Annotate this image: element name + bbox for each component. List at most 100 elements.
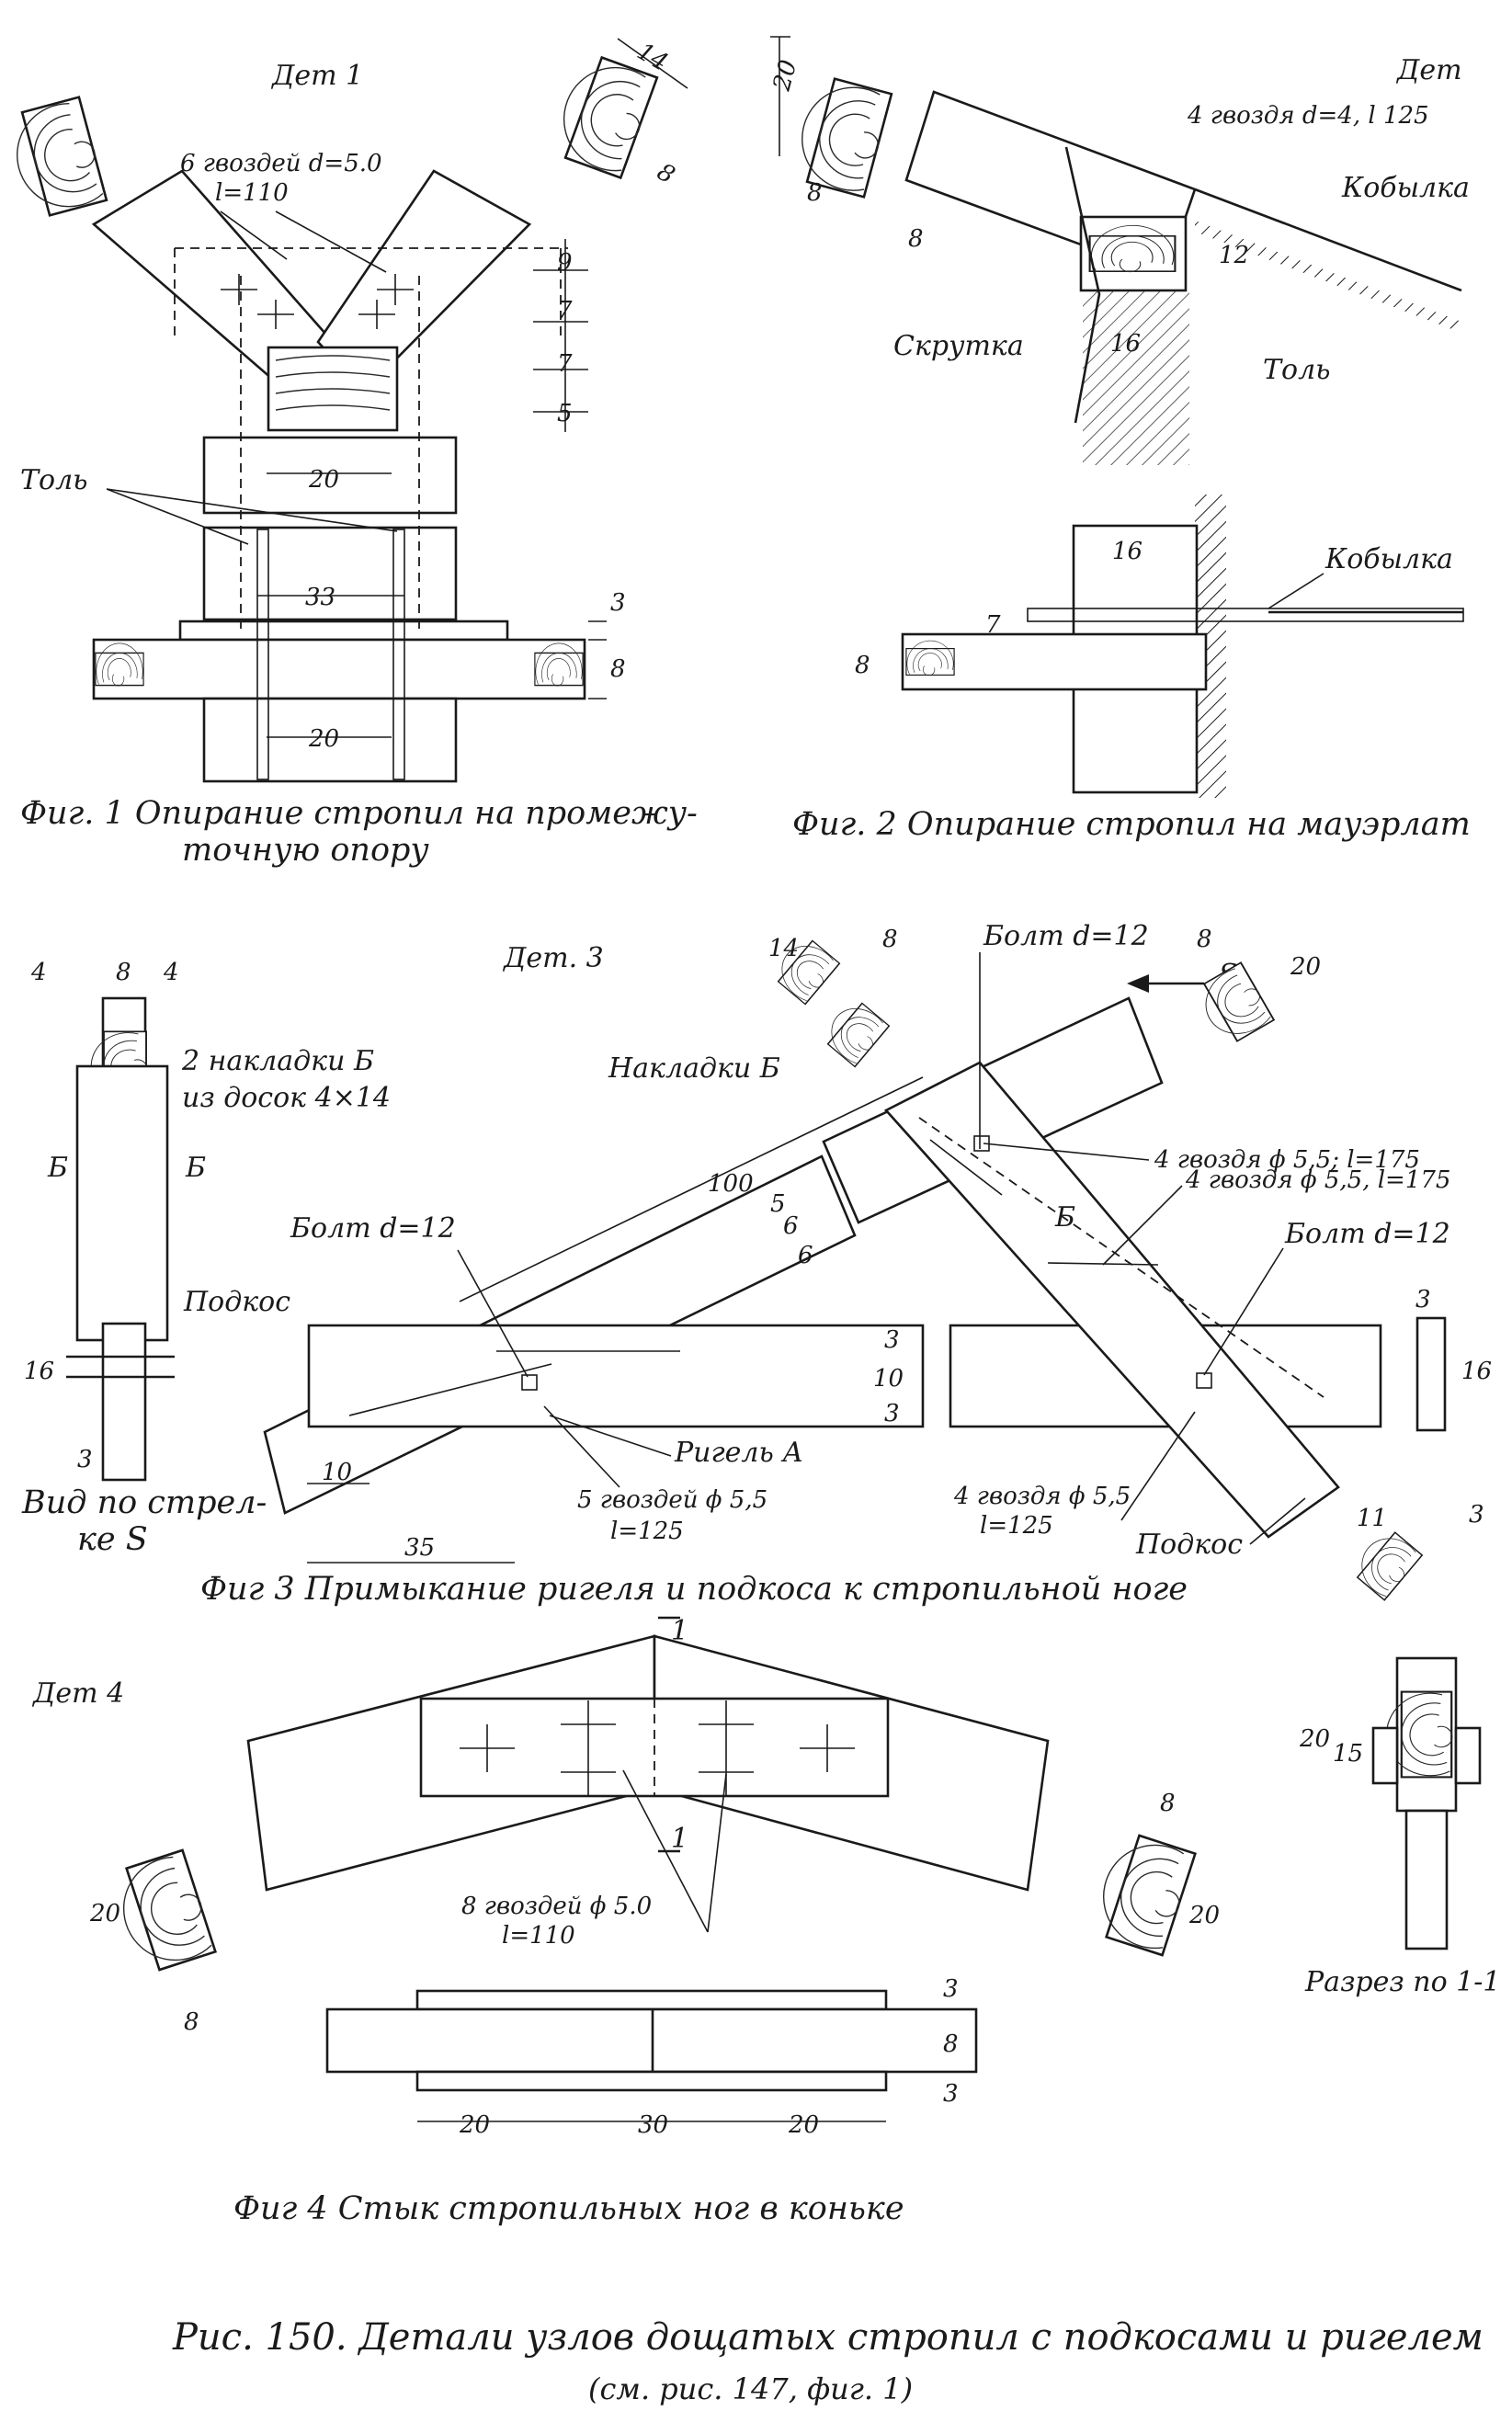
fig4-dim-20b: 20 [1188, 1902, 1220, 1929]
fig4-caption: Фиг 4 Стык стропильных ног в коньке [233, 2190, 904, 2227]
fig1-pad [178, 620, 509, 642]
fig3-podkos-side: Подкос [183, 1286, 290, 1318]
fig4-dim-3b: 3 [943, 2080, 959, 2108]
fig2-dim-7: 7 [985, 611, 1001, 639]
fig4-dim-20c: 20 [459, 2111, 490, 2139]
fig3-dim-6a: 6 [783, 1212, 799, 1240]
fig3-dim-16b: 16 [1461, 1358, 1492, 1385]
fig3-side-view [75, 1064, 169, 1342]
fig3-dim-10b: 10 [322, 1459, 352, 1486]
fig4-nails-length: l=110 [502, 1922, 575, 1950]
fig3-overlays-sub: из досок 4×14 [182, 1082, 391, 1114]
fig2-skrutka-label: Скрутка [893, 330, 1024, 362]
fig3-view-line2: ке S [77, 1521, 148, 1558]
fig3-nails-d: 4 гвоздя ϕ 5,5 [953, 1483, 1131, 1510]
fig3-bolt-left: Болт d=12 [290, 1212, 456, 1245]
fig3-dim-8: 8 [116, 959, 131, 986]
fig3-overlays-label: 2 накладки Б [181, 1045, 374, 1077]
fig4-dim-3a: 3 [943, 1975, 959, 2003]
fig3-dim-3a: 3 [77, 1446, 93, 1473]
fig3-detail-label: Дет. 3 [502, 942, 604, 974]
fig4-section-mark-top: 1 [671, 1615, 688, 1647]
fig4-dim-20a: 20 [89, 1900, 120, 1927]
fig1-dim-5: 5 [557, 400, 573, 427]
fig1-nails-length: l=110 [215, 179, 289, 207]
fig3-dim-8c: 8 [1197, 926, 1212, 953]
fig1-rafter-section-left [4, 96, 109, 222]
fig2-kobylka-bottom: Кобылка [1324, 543, 1453, 575]
fig3-podkos [883, 1061, 1340, 1539]
fig3-nails-d-length: l=125 [980, 1512, 1053, 1540]
fig4-detail-label: Дет 4 [31, 1677, 124, 1710]
fig1-group: Дет 1 6 гвоздей d=5.0 l=110 9 7 [4, 38, 698, 869]
fig4-dim-15: 15 [1333, 1740, 1363, 1768]
fig2-group: Дет 20 8 4 гвоздя d=4, l 125 Кобылка Скр… [768, 36, 1471, 843]
fig2-caption: Фиг. 2 Опирание стропил на мауэрлат [792, 806, 1471, 843]
fig4-section-mark-bottom: 1 [671, 1823, 688, 1855]
fig3-dim-5: 5 [770, 1190, 786, 1218]
fig3-caption: Фиг 3 Примыкание ригеля и подкоса к стро… [200, 1571, 1188, 1608]
fig2-dim-12: 12 [1219, 242, 1249, 269]
fig4-dim-8c: 8 [943, 2030, 959, 2058]
fig3-podkos-label: Подкос [1135, 1529, 1243, 1561]
fig3-nails-a: 4 гвоздя ϕ 5,5; l=175 [1154, 1146, 1420, 1174]
fig4-rafter-section-left [108, 1848, 218, 1977]
fig1-nails-label: 6 гвоздей d=5.0 [180, 150, 382, 177]
fig2-wall [1083, 290, 1189, 465]
fig1-tol-label: Толь [20, 464, 88, 496]
fig1-post-lower [202, 697, 458, 783]
fig2-rafter-section [789, 73, 894, 199]
fig2-dim-8b: 8 [908, 225, 924, 253]
fig3-dim-4b: 4 [163, 959, 179, 986]
fig1-dim-3: 3 [610, 589, 626, 617]
fig3-view-line1: Вид по стрел- [21, 1484, 267, 1521]
fig3-dim-16: 16 [24, 1358, 54, 1385]
fig3-b-mid: Б [1054, 1201, 1075, 1234]
fig1-dim-8b: 8 [610, 655, 626, 683]
fig1-dim-20a: 20 [308, 466, 339, 494]
fig3-bolt-right: Болт d=12 [1284, 1218, 1450, 1250]
fig1-dim-7a: 7 [557, 297, 573, 324]
fig3-b-left: Б [47, 1152, 68, 1184]
fig4-rafter-section-right [1088, 1828, 1198, 1957]
fig3-dim-14: 14 [768, 935, 799, 962]
fig1-caption-line1: Фиг. 1 Опирание стропил на промежу- [20, 795, 698, 832]
fig2-kobylka-top: Кобылка [1341, 172, 1470, 204]
fig3-dim-3d: 3 [1415, 1286, 1431, 1313]
fig3-dim-4a: 4 [30, 959, 47, 986]
fig3-dim-6b: 6 [798, 1242, 813, 1269]
fig4-dim-20d: 20 [788, 2111, 819, 2139]
fig2-dim-8c: 8 [855, 652, 870, 679]
fig3-dim-100: 100 [708, 1170, 754, 1198]
fig3-dim-3c: 3 [884, 1400, 900, 1427]
fig4-nails-label: 8 гвоздей ϕ 5.0 [461, 1893, 652, 1920]
fig4-dim-8a: 8 [184, 2008, 199, 2036]
fig2-dim-16b: 16 [1112, 538, 1143, 565]
fig3-dim-3e: 3 [1469, 1501, 1484, 1529]
fig2-dim-16: 16 [1110, 330, 1141, 358]
fig3-bolt-top: Болт d=12 [983, 920, 1149, 952]
fig1-dim-20b: 20 [308, 725, 339, 753]
fig1-dim-8: 8 [653, 158, 679, 189]
fig4-dim-20e: 20 [1299, 1725, 1330, 1753]
fig4-group: Дет 4 1 1 20 8 8 20 8 гвоздей ϕ 5.0 l=11… [31, 1615, 1501, 2227]
fig1-rafter-section-right [547, 50, 659, 180]
fig4-dim-8b: 8 [1160, 1790, 1176, 1817]
fig3-nails-c-length: l=125 [610, 1518, 684, 1545]
fig3-rigel-left [307, 1324, 925, 1428]
fig3-nails-c: 5 гвоздей ϕ 5,5 [577, 1486, 767, 1514]
fig3-dim-20: 20 [1290, 953, 1321, 981]
fig2-dim-8: 8 [807, 179, 823, 207]
fig1-beam [92, 638, 586, 700]
fig3-group: Дет. 3 4 8 4 2 накладки Б из досок 4×14 … [21, 920, 1492, 1608]
fig1-block [202, 436, 458, 515]
fig1-detail-label: Дет 1 [270, 60, 363, 92]
figure-subcaption: (см. рис. 147, фиг. 1) [588, 2371, 913, 2406]
fig1-dim-33: 33 [305, 584, 335, 611]
fig3-nails-b: 4 гвоздя ϕ 5,5, l=175 [1185, 1166, 1450, 1194]
fig3-dim-35: 35 [404, 1534, 435, 1562]
fig3-dim-10a: 10 [873, 1365, 904, 1393]
fig3-dim-11: 11 [1357, 1505, 1387, 1532]
fig2-detail-label: Дет [1395, 54, 1462, 86]
